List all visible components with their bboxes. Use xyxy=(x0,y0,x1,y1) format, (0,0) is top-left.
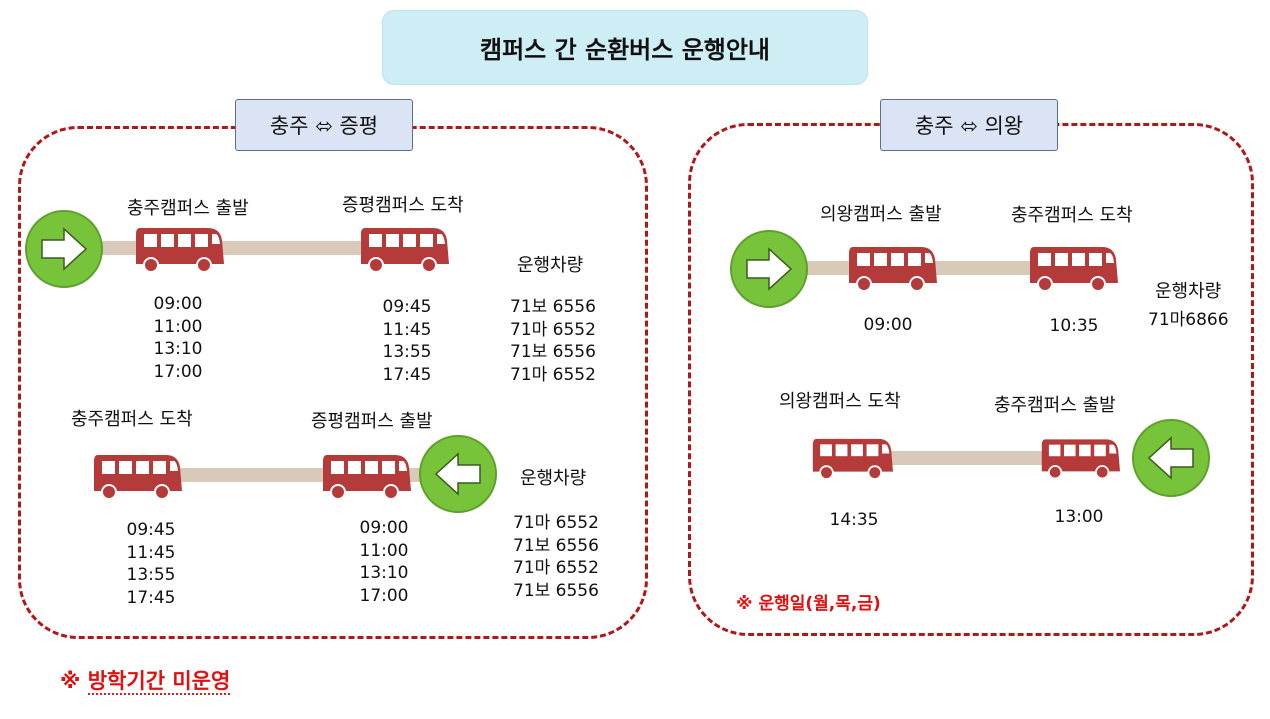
time-value: 11:00 xyxy=(153,316,203,337)
bus-icon xyxy=(1040,433,1120,483)
vacation-note: ※ 방학기간 미운영 xyxy=(60,665,231,695)
depart-time: 13:00 xyxy=(1054,507,1104,527)
time-value: 17:00 xyxy=(359,585,409,606)
time-value: 13:55 xyxy=(126,565,176,585)
vehicle-plate: 71마6866 xyxy=(1148,310,1229,330)
time-value: 17:45 xyxy=(126,587,176,608)
vehicle-plate: 71보 6556 xyxy=(513,580,599,601)
depart-label: 충주캠퍼스 출발 xyxy=(127,198,249,219)
vehicle-label: 운행차량 xyxy=(1155,281,1222,302)
vehicle-plate: 71보 6556 xyxy=(510,297,596,317)
vehicle-label: 운행차량 xyxy=(517,255,584,276)
operation-days-note: ※ 운행일(월,목,금) xyxy=(736,594,881,614)
vehicle-plate: 71보 6556 xyxy=(513,535,599,556)
bus-icon xyxy=(321,451,411,501)
route-panel-uiwang xyxy=(688,123,1254,636)
time-value: 09:00 xyxy=(153,294,203,314)
note-text: 방학기간 미운영 xyxy=(87,669,231,695)
vehicle-label: 운행차량 xyxy=(520,468,587,489)
arrow-left-icon xyxy=(1131,418,1211,498)
note-symbol: ※ xyxy=(60,669,81,693)
arrow-right-icon xyxy=(729,229,809,309)
time-value: 13:10 xyxy=(153,339,203,359)
route-tag-uiwang: 충주 ⬄ 의왕 xyxy=(880,99,1058,151)
bus-icon xyxy=(1028,243,1118,293)
arrow-left-icon xyxy=(418,434,498,514)
vehicle-plate: 71마 6552 xyxy=(513,513,599,533)
depart-times: 09:00 11:00 13:10 17:00 xyxy=(353,517,415,607)
time-value: 17:00 xyxy=(153,361,203,382)
depart-time: 09:00 xyxy=(863,315,913,335)
arrive-times: 09:45 11:45 13:55 17:45 xyxy=(376,296,438,386)
vehicle-plate: 71마 6552 xyxy=(513,558,599,578)
time-value: 09:45 xyxy=(126,520,176,540)
arrive-times: 09:45 11:45 13:55 17:45 xyxy=(120,519,182,609)
depart-label: 증평캠퍼스 출발 xyxy=(311,411,433,432)
depart-label: 충주캠퍼스 출발 xyxy=(994,395,1116,416)
time-value: 17:45 xyxy=(382,364,432,385)
time-value: 11:45 xyxy=(382,319,432,340)
time-value: 13:55 xyxy=(382,342,432,362)
bus-icon xyxy=(847,243,937,293)
bus-icon xyxy=(811,433,893,483)
vehicle-plate: 71마 6552 xyxy=(510,319,596,340)
arrive-label: 의왕캠퍼스 도착 xyxy=(779,391,901,412)
time-value: 09:00 xyxy=(359,518,409,538)
vehicle-plate: 71마 6552 xyxy=(510,364,596,385)
vehicle-plate: 71보 6556 xyxy=(510,342,596,362)
route-tag-jeungpyeong: 충주 ⬄ 증평 xyxy=(235,99,413,151)
time-value: 09:45 xyxy=(382,297,432,317)
depart-label: 의왕캠퍼스 출발 xyxy=(820,204,942,225)
arrive-label: 충주캠퍼스 도착 xyxy=(71,409,193,430)
time-value: 11:00 xyxy=(359,540,409,561)
arrow-right-icon xyxy=(24,209,104,289)
time-value: 13:10 xyxy=(359,563,409,583)
arrive-time: 14:35 xyxy=(829,510,879,530)
bus-icon xyxy=(134,224,224,274)
bus-icon xyxy=(359,224,449,274)
arrive-label: 충주캠퍼스 도착 xyxy=(1011,205,1133,226)
vehicle-list: 71마 6552 71보 6556 71마 6552 71보 6556 xyxy=(513,512,599,602)
vehicle-list: 71보 6556 71마 6552 71보 6556 71마 6552 xyxy=(510,296,596,386)
page-title: 캠퍼스 간 순환버스 운행안내 xyxy=(382,10,868,85)
bus-icon xyxy=(92,451,182,501)
time-value: 11:45 xyxy=(126,542,176,563)
arrive-label: 증평캠퍼스 도착 xyxy=(342,195,464,216)
depart-times: 09:00 11:00 13:10 17:00 xyxy=(147,293,209,383)
arrive-time: 10:35 xyxy=(1049,316,1099,336)
